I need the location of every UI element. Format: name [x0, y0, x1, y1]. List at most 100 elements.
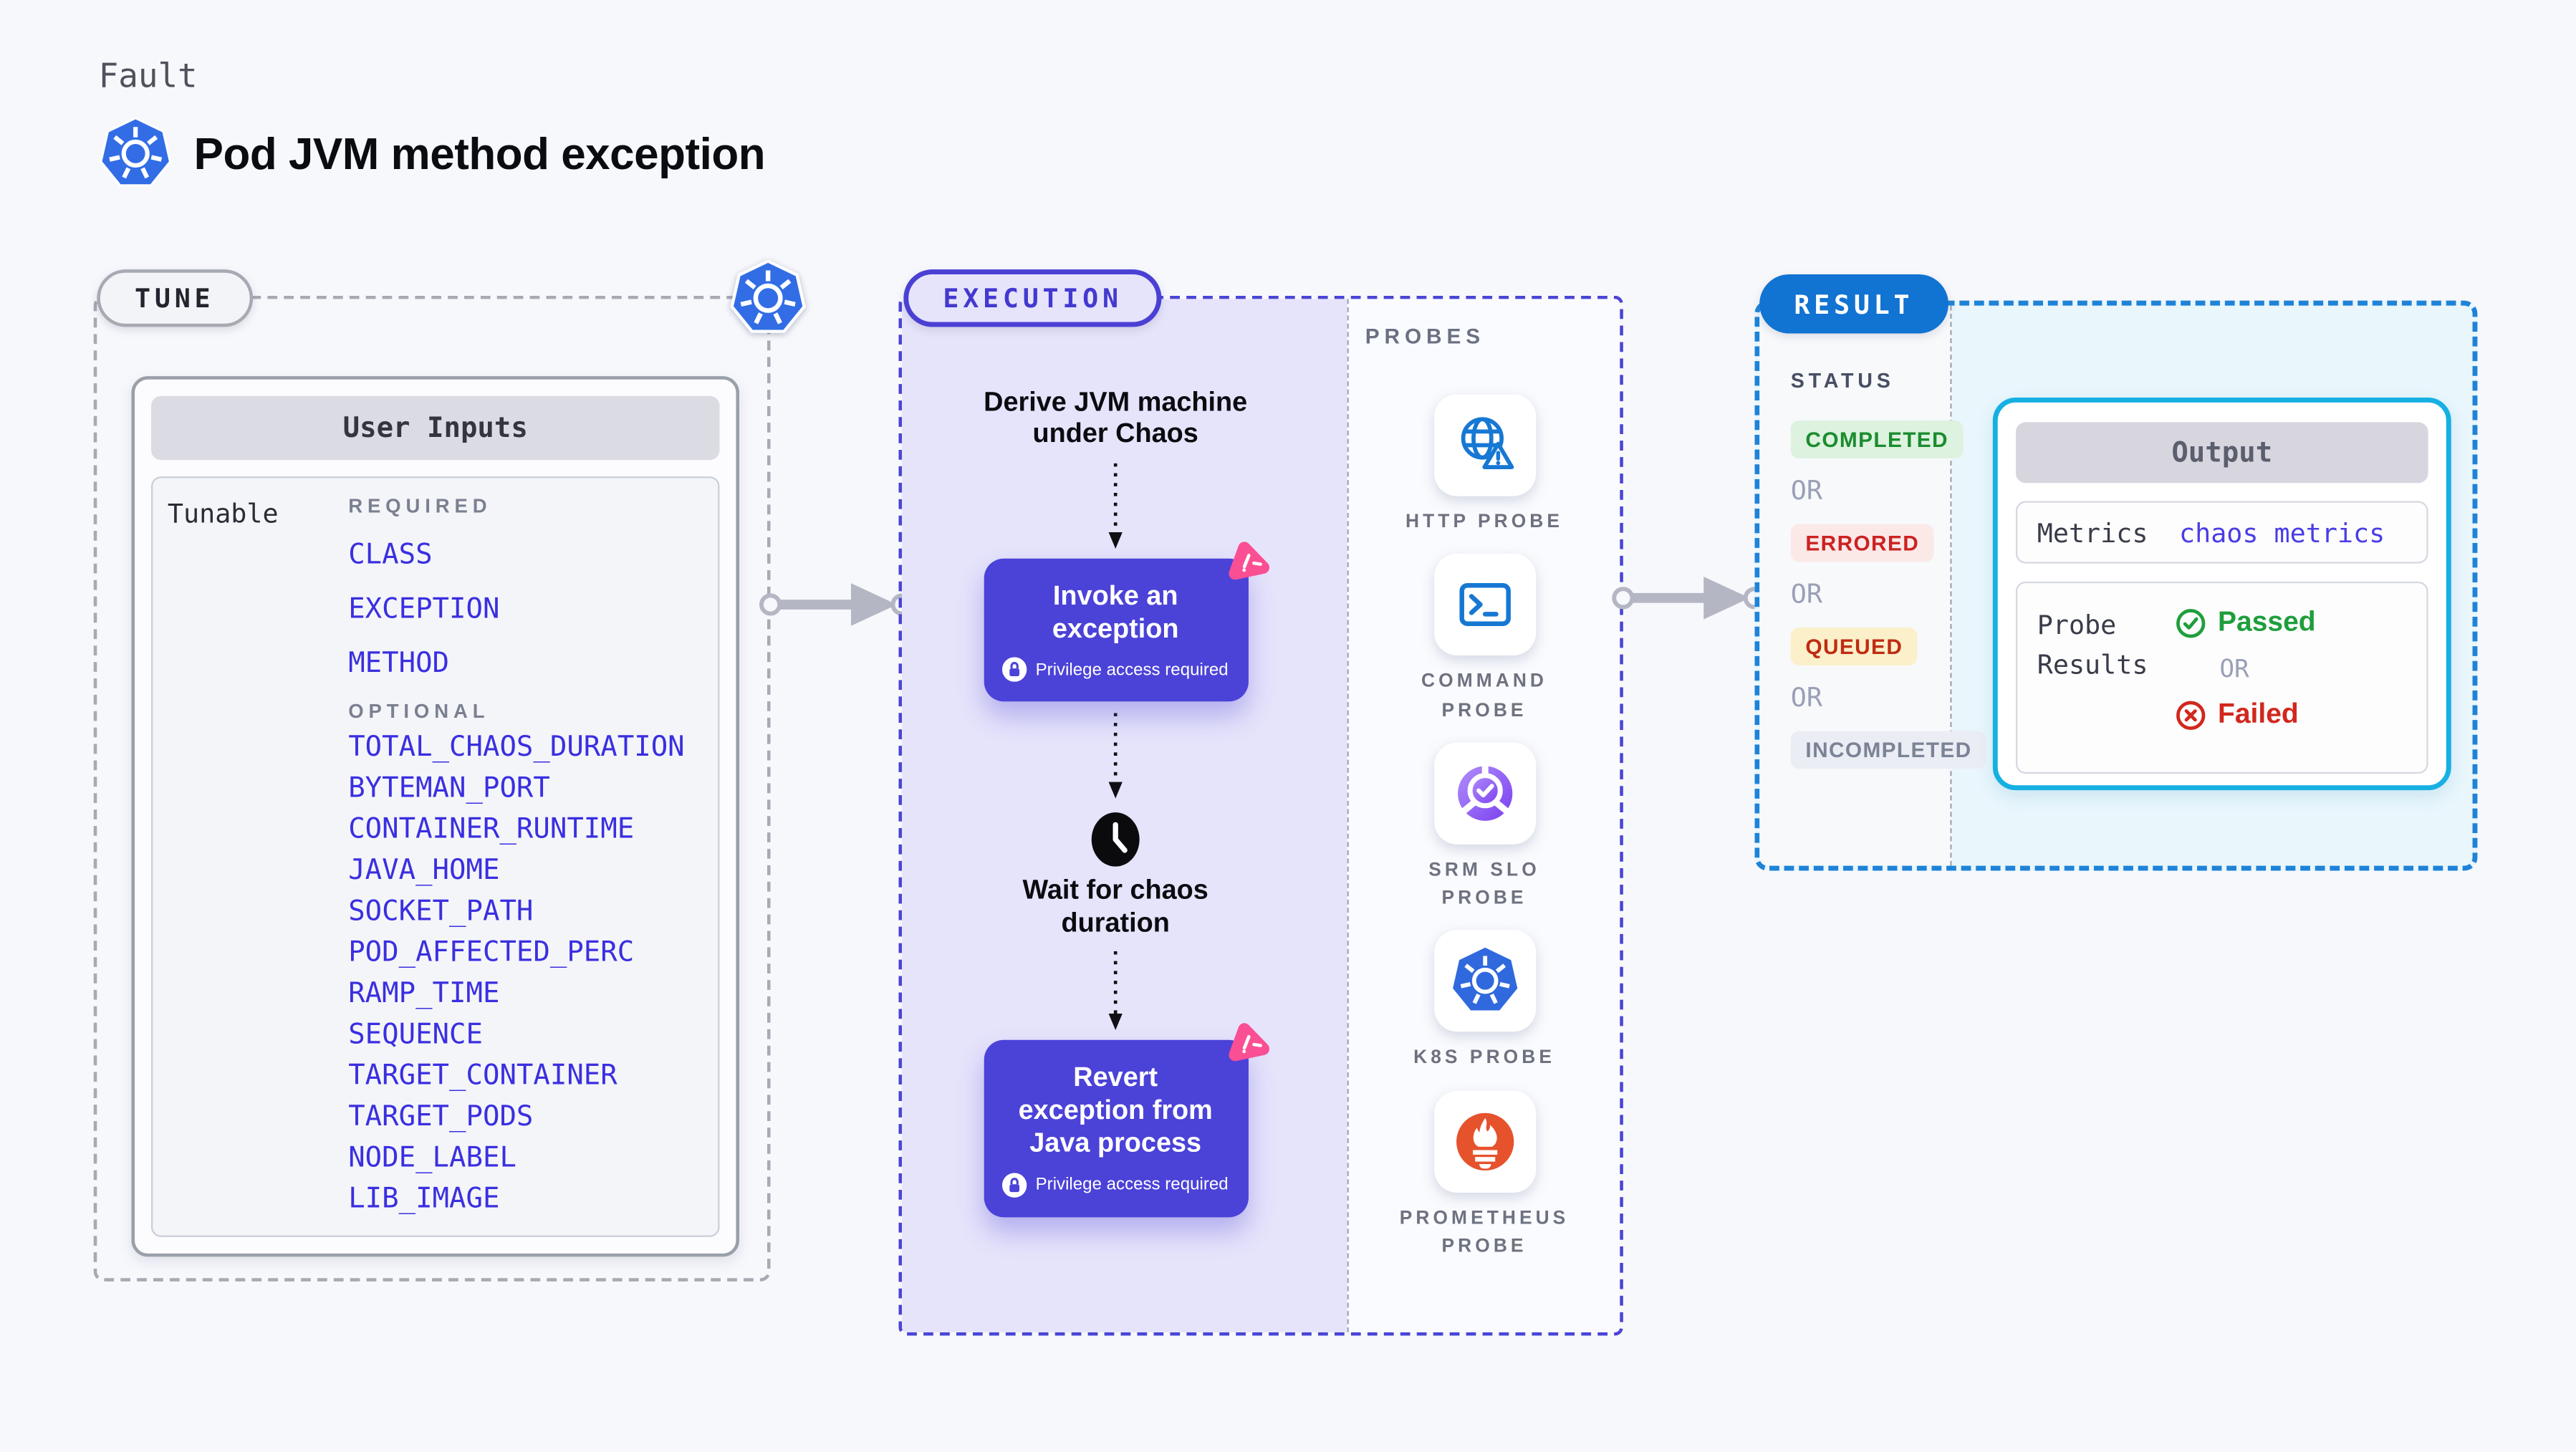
param-exception: EXCEPTION: [348, 592, 500, 626]
probe-command: COMMAND PROBE: [1394, 554, 1575, 726]
flow-arrow-down-icon: [1108, 713, 1123, 799]
tune-badge: TUNE: [97, 269, 253, 327]
probe-label: SRM SLO PROBE: [1428, 860, 1540, 909]
tunables-list: Tunable REQUIRED CLASS EXCEPTION METHOD …: [150, 476, 720, 1237]
probe-results-values: Passed OR Failed: [2175, 606, 2316, 772]
kubernetes-logo-icon: [100, 117, 172, 187]
invoke-exception-label: Invoke an exception: [1052, 581, 1179, 645]
probe-list: HTTP PROBE COMMAND PROBE: [1349, 394, 1620, 1278]
param-lib-image: LIB_IMAGE: [348, 1183, 500, 1216]
status-column: STATUS COMPLETED OR ERRORED OR QUEUED OR…: [1759, 305, 1987, 866]
status-title: STATUS: [1790, 370, 1895, 393]
kubernetes-corner-icon: [730, 259, 806, 333]
revert-exception-step: Revert exception from Java process Privi…: [983, 1023, 1269, 1217]
param-class: CLASS: [348, 539, 433, 572]
passed-result: Passed: [2175, 606, 2316, 639]
probe-label: PROMETHEUS PROBE: [1399, 1208, 1570, 1256]
param-target-container: TARGET_CONTAINER: [348, 1059, 617, 1093]
flow-arrow-down-icon: [1108, 951, 1123, 1031]
execution-section: PROBES: [898, 269, 1623, 1336]
probe-label: K8S PROBE: [1413, 1048, 1555, 1069]
command-probe-icon: [1458, 583, 1510, 627]
param-java-home: JAVA_HOME: [348, 854, 500, 888]
chaos-litmus-icon: [1228, 1023, 1269, 1062]
lock-icon: [1002, 1172, 1028, 1197]
fault-eyebrow: Fault: [98, 55, 198, 96]
chaos-litmus-icon: [1228, 542, 1269, 580]
tune-to-execution-arrow: [759, 583, 913, 626]
invoke-exception-step: Invoke an exception Privilege access req…: [983, 542, 1269, 702]
execution-flow: Derive JVM machine under Chaos Invoke an…: [902, 299, 1347, 1217]
tunable-params: REQUIRED CLASS EXCEPTION METHOD OPTIONAL…: [348, 494, 684, 1216]
failed-result: Failed: [2175, 698, 2299, 731]
probe-card: [1433, 742, 1536, 845]
optional-group-label: OPTIONAL: [348, 699, 490, 723]
param-ramp-time: RAMP_TIME: [348, 977, 500, 1011]
probe-card: [1433, 930, 1536, 1032]
output-title: Output: [2015, 422, 2428, 484]
passed-label: Passed: [2218, 606, 2316, 638]
step-wait-label: Wait for chaos duration: [1022, 875, 1208, 938]
failed-label: Failed: [2218, 698, 2299, 730]
probe-label: COMMAND PROBE: [1421, 672, 1548, 721]
status-or: OR: [1790, 578, 1822, 610]
user-inputs-panel: User Inputs Tunable REQUIRED CLASS EXCEP…: [131, 376, 740, 1257]
param-sequence: SEQUENCE: [348, 1018, 483, 1052]
metrics-value: chaos metrics: [2179, 516, 2385, 548]
probe-http: HTTP PROBE: [1394, 394, 1575, 537]
x-circle-icon: [2176, 700, 2206, 729]
probe-card: [1433, 1090, 1536, 1192]
execution-to-result-arrow: [1612, 576, 1766, 620]
probe-card: [1433, 394, 1536, 496]
param-container-runtime: CONTAINER_RUNTIME: [348, 813, 635, 847]
tune-section: TUNE User Inputs Tunable REQUIRED CLASS: [93, 259, 806, 1282]
revert-exception-label: Revert exception from Java process: [1018, 1063, 1213, 1159]
probe-prometheus: PROMETHEUS PROBE: [1394, 1090, 1575, 1262]
status-errored-badge: ERRORED: [1790, 524, 1934, 562]
privilege-note: Privilege access required: [993, 657, 1238, 683]
privilege-note-text: Privilege access required: [1035, 1174, 1229, 1195]
status-or: OR: [1790, 681, 1822, 713]
probe-k8s: K8S PROBE: [1394, 930, 1575, 1074]
status-completed-badge: COMPLETED: [1790, 420, 1964, 458]
status-list: STATUS COMPLETED OR ERRORED OR QUEUED OR…: [1790, 370, 1987, 769]
flow-arrow-down-icon: [1108, 463, 1123, 549]
status-queued-badge: QUEUED: [1790, 628, 1918, 665]
k8s-probe-icon: [1451, 948, 1517, 1011]
probe-results-row: Probe Results Passed OR: [2015, 581, 2428, 774]
required-group-label: REQUIRED: [348, 494, 492, 518]
http-probe-icon: [1460, 417, 1514, 469]
output-panel: Output Metrics chaos metrics Probe Resul…: [1992, 397, 2451, 791]
metrics-label: Metrics: [2037, 516, 2148, 548]
param-total-chaos-duration: TOTAL_CHAOS_DURATION: [348, 731, 685, 764]
page-title: Pod JVM method exception: [193, 130, 766, 179]
prometheus-probe-icon: [1455, 1112, 1514, 1170]
probe-card: [1433, 554, 1536, 656]
user-inputs-title: User Inputs: [150, 395, 720, 461]
probes-panel: PROBES: [1347, 299, 1620, 1332]
privilege-note: Privilege access required: [993, 1172, 1238, 1197]
execution-badge: EXECUTION: [903, 269, 1162, 327]
probe-srm-slo: SRM SLO PROBE: [1394, 742, 1575, 914]
result-badge: RESULT: [1759, 274, 1948, 334]
param-byteman-port: BYTEMAN_PORT: [348, 771, 550, 805]
status-or: OR: [1790, 474, 1822, 506]
tunable-label: Tunable: [167, 497, 279, 529]
lock-icon: [1002, 657, 1028, 683]
probes-title: PROBES: [1365, 323, 1485, 349]
status-incompleted-badge: INCOMPLETED: [1790, 731, 1987, 769]
param-socket-path: SOCKET_PATH: [348, 895, 534, 928]
probe-label: HTTP PROBE: [1405, 512, 1564, 533]
wait-clock-icon: [1091, 812, 1140, 867]
check-circle-icon: [2176, 608, 2206, 638]
probe-results-label: Probe Results: [2037, 609, 2148, 681]
param-node-label: NODE_LABEL: [348, 1141, 516, 1175]
srm-slo-probe-icon: [1456, 762, 1512, 821]
privilege-note-text: Privilege access required: [1035, 660, 1229, 680]
metrics-row: Metrics chaos metrics: [2015, 501, 2428, 564]
param-pod-affected-perc: POD_AFFECTED_PERC: [348, 936, 635, 970]
param-method: METHOD: [348, 647, 450, 681]
step-derive-label: Derive JVM machine under Chaos: [984, 388, 1248, 450]
param-target-pods: TARGET_PODS: [348, 1100, 534, 1134]
